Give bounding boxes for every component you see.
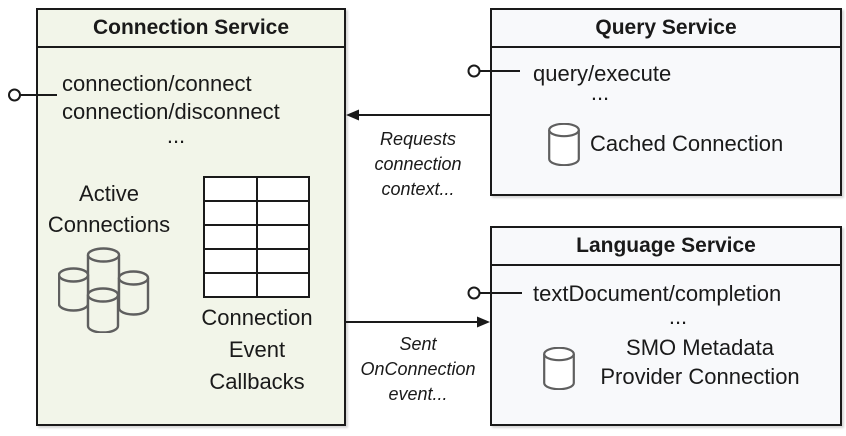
query-interface-lollipop-icon [467, 64, 481, 78]
database-cluster-icon [58, 247, 150, 333]
query-service-box: Query Service query/execute ... Cached C… [490, 8, 842, 196]
connection-methods-ellipsis: ... [166, 123, 186, 148]
database-cylinder-right [117, 270, 150, 316]
table-cell [257, 274, 308, 296]
connection-interface-lollipop-icon [8, 88, 21, 102]
method-textdocument-completion: textDocument/completion [533, 281, 782, 306]
table-cell [205, 274, 256, 296]
sent-arrow-label: Sent OnConnection event... [352, 332, 484, 407]
sent-arrowhead-icon [477, 316, 490, 328]
query-methods-ellipsis: ... [590, 80, 610, 105]
label-line: Requests [379, 129, 457, 149]
label-line: event... [388, 384, 448, 404]
connection-service-methods: connection/connect connection/disconnect [62, 70, 280, 126]
smo-metadata-provider-connection-label: SMO Metadata Provider Connection [580, 333, 820, 391]
table-cell [205, 178, 256, 200]
label-line: Event [228, 337, 286, 362]
label-line: connection [374, 154, 462, 174]
label-line: Connections [47, 212, 171, 237]
database-icon [543, 347, 575, 390]
table-cell [205, 250, 256, 272]
database-icon [548, 123, 580, 166]
database-cylinder-left [58, 267, 90, 312]
table-cell [257, 202, 308, 224]
connection-service-box: Connection Service connection/connect co… [36, 8, 346, 426]
language-methods-ellipsis: ... [668, 304, 688, 329]
method-query-execute: query/execute [533, 61, 672, 86]
connection-service-title: Connection Service [38, 10, 344, 48]
label-line: context... [381, 179, 455, 199]
database-cylinder-front [86, 287, 120, 333]
request-arrowhead-icon [346, 109, 359, 121]
connection-event-callbacks-label: Connection Event Callbacks [187, 302, 327, 398]
table-cell [205, 202, 256, 224]
label-line: Callbacks [209, 369, 305, 394]
table-cell [257, 250, 308, 272]
label-line: SMO Metadata [626, 335, 774, 360]
language-service-box: Language Service textDocument/completion… [490, 226, 842, 426]
label-line: Provider Connection [600, 364, 800, 389]
label-line: OnConnection [360, 359, 476, 379]
method-connection-disconnect: connection/disconnect [62, 99, 280, 124]
label-line: Active [79, 181, 139, 206]
query-service-title: Query Service [492, 10, 840, 48]
active-connections-label: Active Connections [39, 178, 179, 240]
label-line: Connection [201, 305, 313, 330]
table-cell [205, 226, 256, 248]
label-line: Sent [399, 334, 437, 354]
language-service-title: Language Service [492, 228, 840, 266]
connections-table-icon [203, 176, 310, 298]
table-cell [257, 178, 308, 200]
method-connection-connect: connection/connect [62, 71, 252, 96]
request-arrow-label: Requests connection context... [352, 127, 484, 202]
language-interface-lollipop-icon [467, 286, 481, 300]
cached-connection-label: Cached Connection [590, 131, 784, 156]
table-cell [257, 226, 308, 248]
